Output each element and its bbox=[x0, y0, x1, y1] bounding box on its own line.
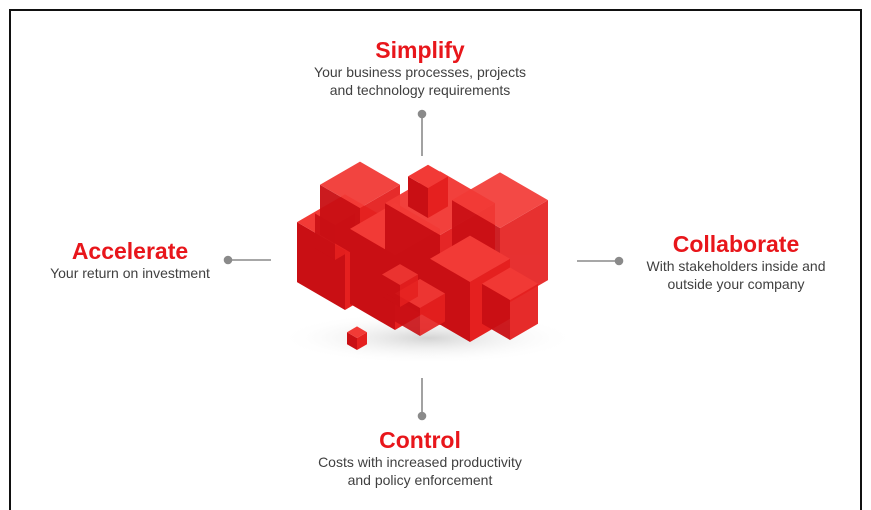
connector-dot-control bbox=[417, 411, 427, 421]
simplify-desc-line2: and technology requirements bbox=[329, 82, 511, 98]
connector-dot-accelerate bbox=[223, 255, 233, 265]
collaborate-title: Collaborate bbox=[672, 231, 800, 257]
connector-dot-collaborate bbox=[614, 256, 624, 266]
cube bbox=[408, 164, 448, 218]
collaborate-block: Collaborate With stakeholders inside and… bbox=[618, 231, 854, 293]
simplify-title: Simplify bbox=[375, 37, 465, 63]
accelerate-desc: Your return on investment bbox=[50, 265, 210, 281]
cube bbox=[347, 326, 367, 350]
control-block: Control Costs with increased productivit… bbox=[270, 427, 570, 489]
connector-dot-simplify bbox=[417, 109, 427, 119]
collaborate-desc-line2: outside your company bbox=[667, 276, 805, 292]
slide-frame bbox=[9, 9, 862, 510]
cube bbox=[382, 264, 418, 307]
simplify-desc-line1: Your business processes, projects bbox=[314, 64, 526, 80]
control-desc-line1: Costs with increased productivity bbox=[318, 454, 522, 470]
simplify-block: Simplify Your business processes, projec… bbox=[270, 37, 570, 99]
accelerate-block: Accelerate Your return on investment bbox=[20, 238, 240, 282]
control-title: Control bbox=[379, 427, 461, 453]
accelerate-title: Accelerate bbox=[71, 238, 189, 264]
control-desc-line2: and policy enforcement bbox=[347, 472, 493, 488]
cube bbox=[482, 267, 538, 340]
collaborate-desc-line1: With stakeholders inside and bbox=[646, 258, 826, 274]
